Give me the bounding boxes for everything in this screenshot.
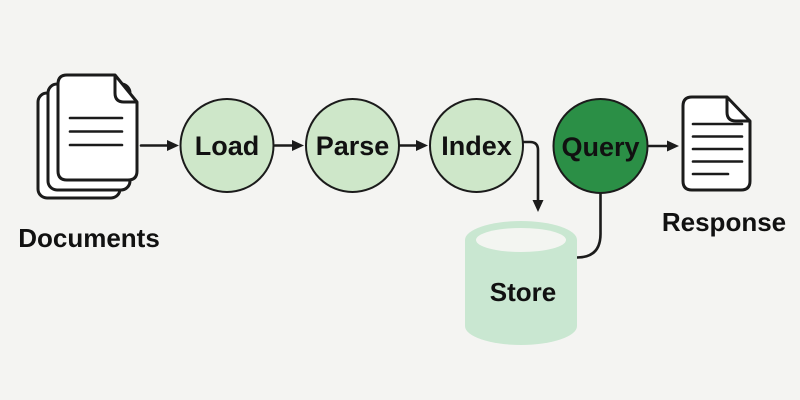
response-node: Response [662, 95, 786, 237]
edge-query-to-store [575, 191, 602, 259]
parse-label: Parse [316, 131, 390, 161]
edge-index-to-store [520, 140, 544, 212]
load-label: Load [195, 131, 260, 161]
index-label: Index [441, 131, 512, 161]
query-label: Query [561, 132, 639, 162]
response-label: Response [662, 207, 786, 237]
documents-label: Documents [18, 223, 160, 253]
document-fold-icon [113, 75, 137, 104]
parse-node: Parse [305, 98, 400, 193]
document-page-front-icon [56, 73, 139, 182]
store-label: Store [490, 277, 556, 307]
store-cylinder-opening-icon [476, 228, 566, 252]
index-circle [429, 98, 524, 193]
load-node: Load [179, 98, 275, 193]
documents-node: Documents [18, 73, 160, 253]
index-node: Index [429, 98, 524, 193]
load-circle [179, 98, 275, 193]
response-page-icon [681, 95, 752, 192]
store-cylinder-body-icon [465, 240, 577, 345]
parse-circle [305, 98, 400, 193]
query-node: Query [552, 98, 649, 194]
store-node: Store [465, 221, 577, 345]
query-circle [552, 98, 649, 194]
response-fold-icon [725, 97, 750, 123]
